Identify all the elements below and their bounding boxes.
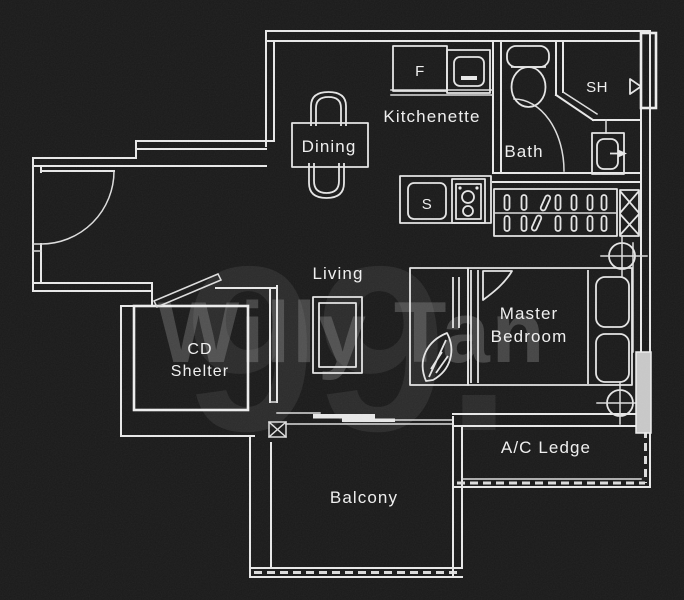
grain-overlay bbox=[0, 0, 684, 600]
floor-plan-image: 99. Willy Tan bbox=[0, 0, 684, 600]
floor-plan-svg: 99. Willy Tan bbox=[0, 0, 684, 600]
